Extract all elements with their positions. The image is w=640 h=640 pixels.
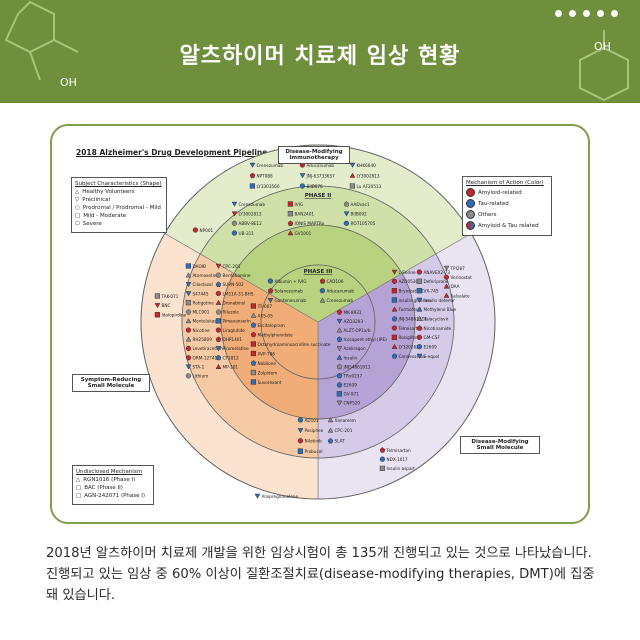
legend-subject-label: Preclinical	[82, 197, 110, 203]
legend-subject-item: ○Prodromal / Prodromal - Mild	[75, 205, 163, 211]
amyloid-tau-swatch-icon	[466, 221, 475, 230]
legend-undisclosed-item: △RGN1016 (Phase I)	[76, 477, 150, 483]
square-icon: □	[75, 213, 81, 219]
legend-subject-label: Mild - Moderate	[83, 213, 127, 219]
zone-label-immunotherapy: Disease-Modifying Immunotherapy	[278, 146, 350, 164]
legend-subject-label: Severe	[82, 221, 102, 227]
triangle-down-icon: ▽	[75, 197, 80, 203]
legend-subject-title: Subject Characteristics (Shape)	[75, 181, 162, 187]
circle-icon: ○	[75, 205, 80, 211]
pentagon-icon: ⬠	[75, 221, 80, 227]
caption-text: 2018년 알츠하이머 치료제 개발을 위한 임상시험이 총 135개 진행되고…	[46, 546, 595, 603]
legend-undisclosed-title: Undisclosed Mechanism	[76, 469, 143, 475]
legend-mechanism-item: Tau-related	[466, 199, 548, 208]
legend-undisclosed-label: AGN-242071 (Phase I)	[84, 493, 146, 499]
legend-subject: Subject Characteristics (Shape) △Healthy…	[71, 177, 167, 233]
legend-subject-item: ▽Preclinical	[75, 197, 163, 203]
others-swatch-icon	[466, 210, 475, 219]
legend-mechanism-label: Amyloid & Tau related	[478, 222, 539, 229]
legend-undisclosed-item: □BAC (Phase II)	[76, 485, 150, 491]
legend-subject-label: Prodromal / Prodromal - Mild	[82, 205, 161, 211]
molecule-right-decoration: OH	[579, 30, 629, 102]
square-icon: □	[76, 493, 82, 499]
page-dots	[555, 10, 618, 17]
legend-undisclosed: Undisclosed Mechanism △RGN1016 (Phase I)…	[72, 465, 154, 505]
oh-label-left: OH	[60, 76, 77, 89]
legend-mechanism-item: Amyloid-related	[466, 188, 548, 197]
square-icon: □	[76, 485, 82, 491]
legend-undisclosed-item: □AGN-242071 (Phase I)	[76, 493, 150, 499]
legend-undisclosed-label: BAC (Phase II)	[84, 485, 123, 491]
legend-mechanism-label: Tau-related	[478, 200, 509, 207]
tau-swatch-icon	[466, 199, 475, 208]
legend-subject-item: ⬠Severe	[75, 221, 163, 227]
legend-mechanism-item: Others	[466, 210, 548, 219]
zone-label-symptom-reducing: Symptom-Reducing Small Molecule	[72, 374, 150, 392]
page-title: 알츠하이머 치료제 임상 현황	[179, 44, 461, 69]
legend-undisclosed-label: RGN1016 (Phase I)	[83, 477, 136, 483]
legend-mechanism-label: Amyloid-related	[478, 189, 522, 196]
legend-subject-label: Healthy Volunteers	[82, 189, 135, 195]
legend-mechanism-label: Others	[478, 211, 497, 218]
legend-mechanism-item: Amyloid & Tau related	[466, 221, 548, 230]
zone-label-dm-small-molecule: Disease-Modifying Small Molecule	[460, 436, 540, 454]
dot-1	[555, 10, 562, 17]
legend-mechanism: Mechanism of Action (Color) Amyloid-rela…	[462, 176, 552, 236]
diagram-title: 2018 Alzheimer's Drug Development Pipeli…	[76, 148, 268, 157]
triangle-up-icon: △	[76, 477, 81, 483]
dot-2	[569, 10, 576, 17]
oh-label-right: OH	[594, 40, 611, 53]
legend-subject-item: □Mild - Moderate	[75, 213, 163, 219]
molecule-left-decoration: OH	[4, 0, 79, 89]
legend-subject-item: △Healthy Volunteers	[75, 189, 163, 195]
dot-3	[583, 10, 590, 17]
triangle-up-icon: △	[75, 189, 80, 195]
header-banner: OH OH 알츠하이머 치료제 임상 현황	[0, 0, 640, 103]
dot-5	[611, 10, 618, 17]
dot-4	[597, 10, 604, 17]
legend-mechanism-title: Mechanism of Action (Color)	[466, 180, 544, 186]
amyloid-swatch-icon	[466, 188, 475, 197]
